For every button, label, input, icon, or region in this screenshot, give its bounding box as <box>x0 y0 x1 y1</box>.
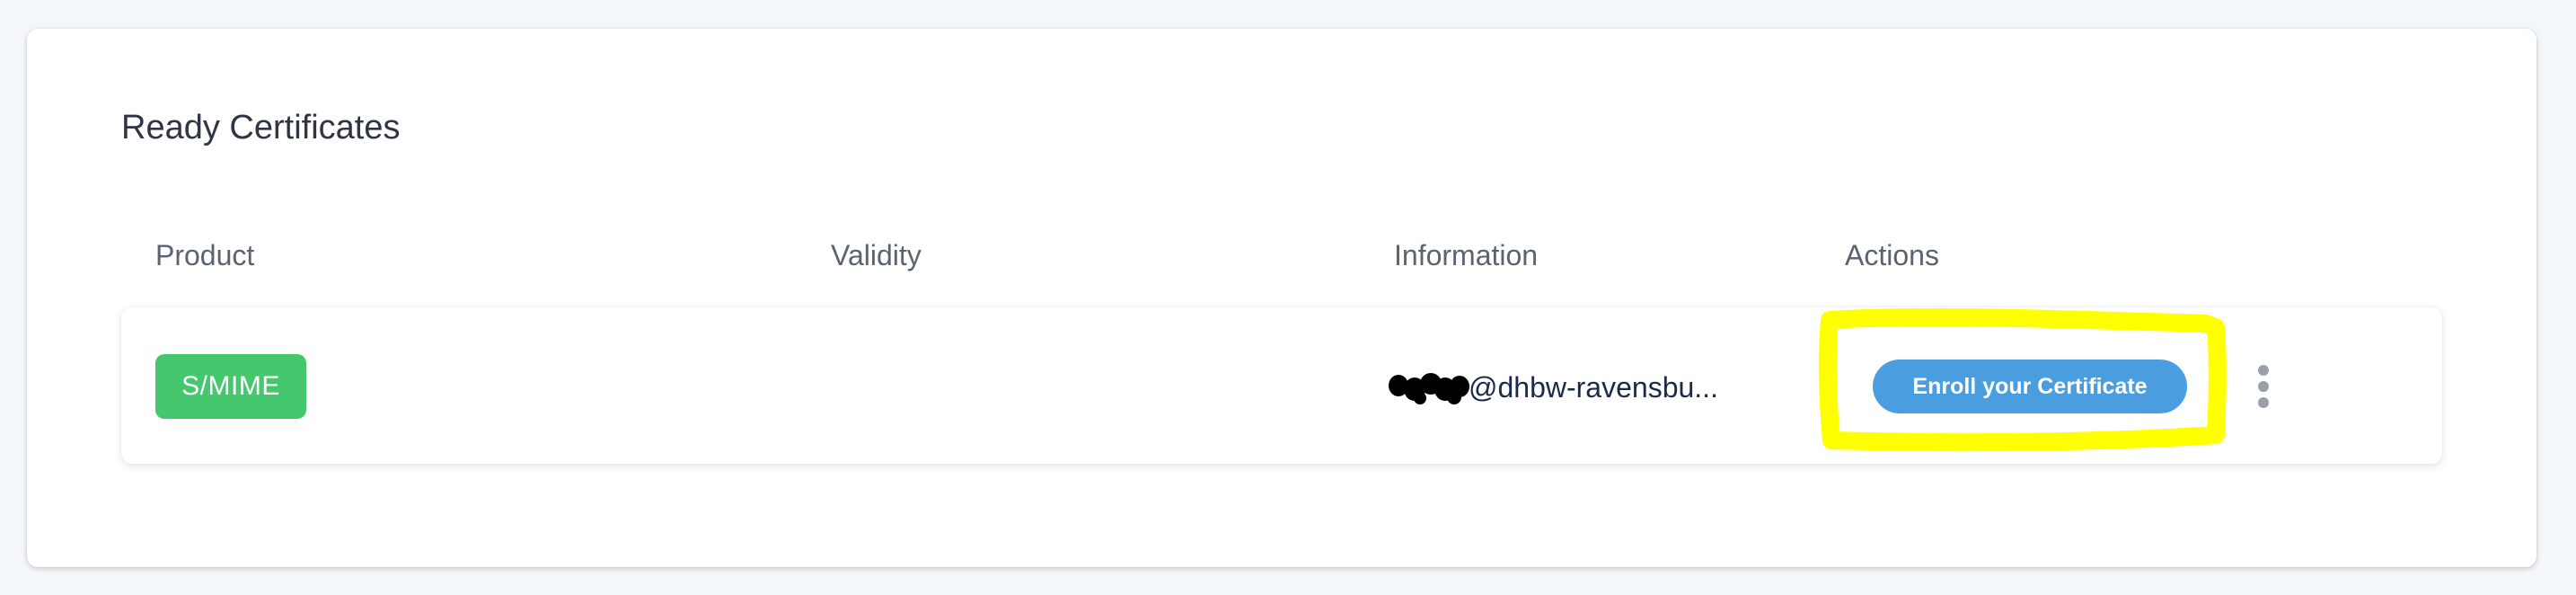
kebab-dot <box>2258 381 2269 392</box>
column-header-validity: Validity <box>831 239 922 271</box>
column-header-actions: Actions <box>1845 239 1939 271</box>
section-title: Ready Certificates <box>121 109 401 147</box>
column-header-product: Product <box>155 239 255 271</box>
kebab-menu-icon[interactable] <box>2250 360 2277 413</box>
highlight-annotation <box>1818 308 2227 451</box>
table-row: S/MIME @dhbw-ravensbu... Enroll your Cer… <box>121 307 2442 464</box>
redaction-scribble <box>1389 373 1469 404</box>
kebab-dot <box>2258 365 2269 376</box>
email-text: @dhbw-ravensbu... <box>1469 370 1718 404</box>
column-header-information: Information <box>1394 239 1539 271</box>
ready-certificates-card: Ready Certificates Product Validity Info… <box>27 29 2536 567</box>
product-badge: S/MIME <box>155 354 306 419</box>
kebab-dot <box>2258 397 2269 408</box>
information-cell: @dhbw-ravensbu... <box>1388 367 1718 408</box>
enroll-certificate-button[interactable]: Enroll your Certificate <box>1873 360 2187 413</box>
